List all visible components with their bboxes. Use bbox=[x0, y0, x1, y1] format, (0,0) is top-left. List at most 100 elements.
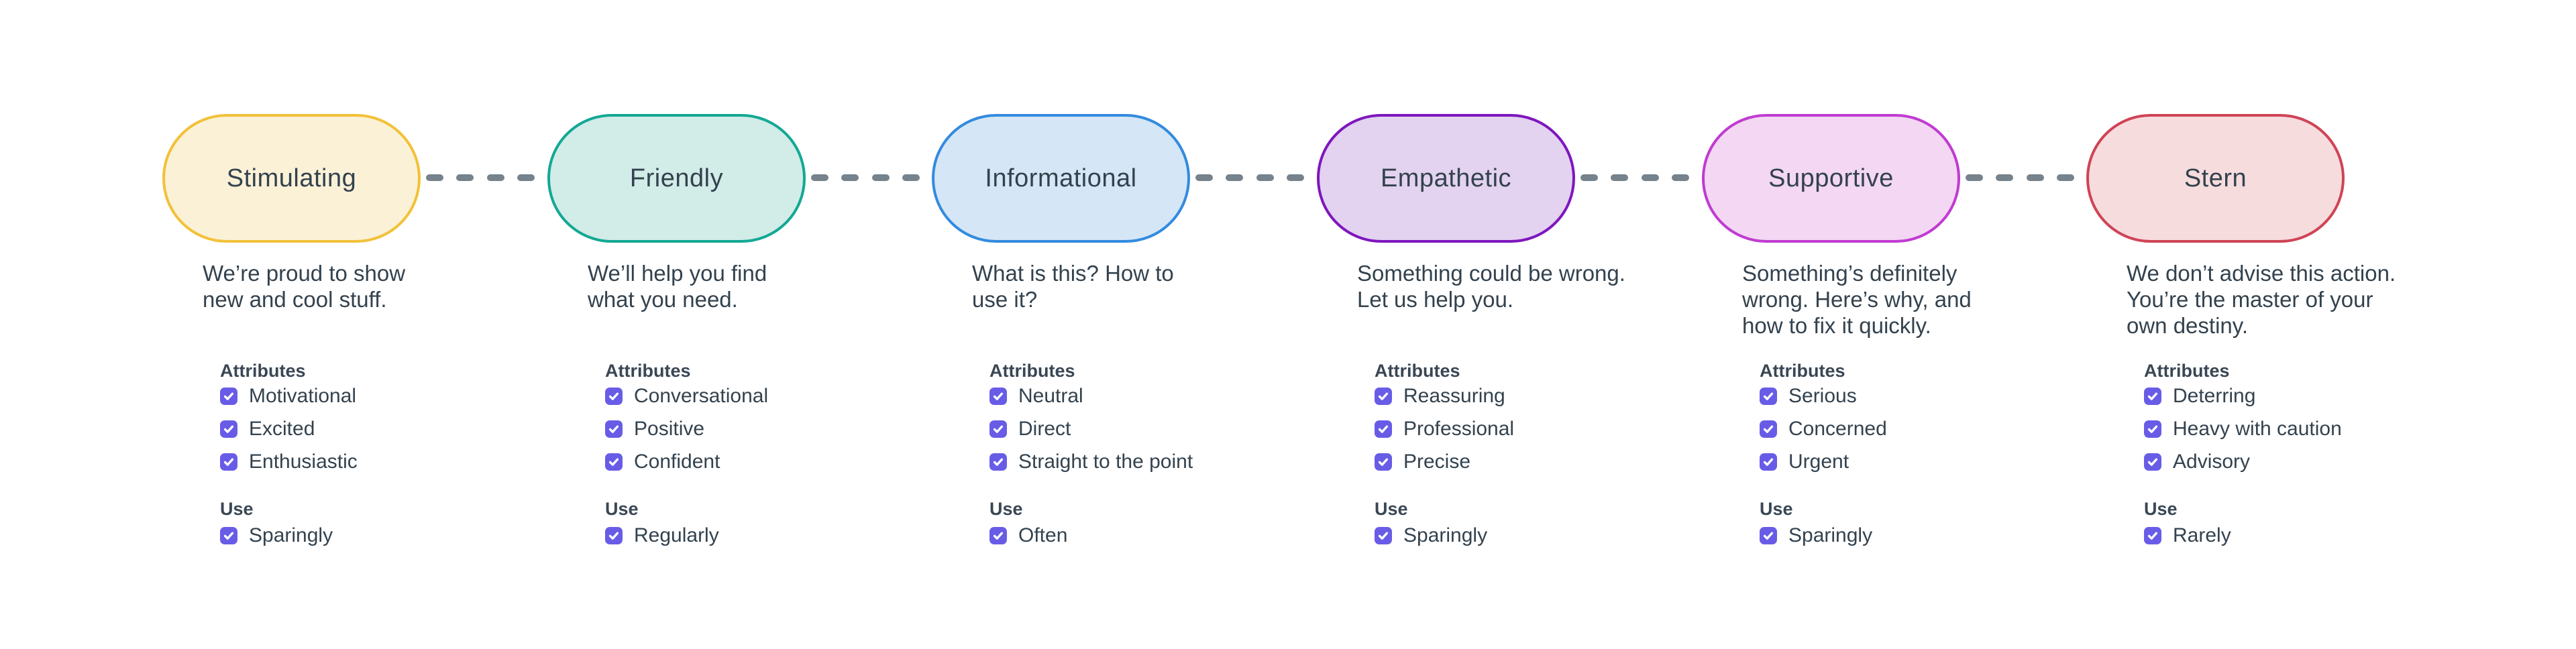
attribute-label: Heavy with caution bbox=[2173, 418, 2342, 440]
checkmark-icon bbox=[993, 532, 1004, 540]
checkmark-icon bbox=[223, 392, 234, 400]
checkmark-icon bbox=[1763, 392, 1774, 400]
attributes-title: Attributes bbox=[1760, 361, 1845, 381]
attribute-row: Precise bbox=[1375, 451, 1666, 473]
attribute-row: Urgent bbox=[1760, 451, 2051, 473]
attribute-label: Advisory bbox=[2173, 451, 2251, 473]
checkmark-icon bbox=[993, 392, 1004, 400]
checkmark-icon bbox=[608, 532, 619, 540]
attributes-group: Attributes Reassuring Professional Preci… bbox=[1375, 361, 1666, 473]
connector-dash bbox=[1611, 174, 1629, 181]
attribute-row: Concerned bbox=[1760, 418, 2051, 440]
connector-dash bbox=[2026, 174, 2044, 181]
use-row: Rarely bbox=[2144, 524, 2435, 546]
checkbox-checked[interactable] bbox=[989, 420, 1007, 438]
checkbox-checked[interactable] bbox=[605, 388, 623, 405]
checkbox-checked[interactable] bbox=[989, 527, 1007, 544]
use-row: Regularly bbox=[605, 524, 896, 546]
checkmark-icon bbox=[1378, 458, 1389, 466]
attribute-row: Reassuring bbox=[1375, 385, 1666, 407]
checkbox-checked[interactable] bbox=[220, 420, 237, 438]
tone-node-label: Stimulating bbox=[226, 164, 357, 192]
use-row: Often bbox=[989, 524, 1281, 546]
attribute-row: Deterring bbox=[2144, 385, 2435, 407]
tone-description: We’ll help you find what you need. bbox=[588, 261, 767, 312]
checkmark-icon bbox=[2147, 458, 2158, 466]
tone-column-stern: Stern We don’t advise this action. You’r… bbox=[2086, 0, 2435, 649]
use-group: Use Often bbox=[989, 499, 1281, 546]
checkmark-icon bbox=[223, 532, 234, 540]
use-title: Use bbox=[989, 499, 1023, 519]
use-row: Sparingly bbox=[1375, 524, 1666, 546]
tone-description: Something could be wrong. Let us help yo… bbox=[1357, 261, 1625, 312]
tone-description: What is this? How to use it? bbox=[972, 261, 1174, 312]
checkbox-checked[interactable] bbox=[1375, 453, 1392, 471]
checkmark-icon bbox=[2147, 425, 2158, 433]
attribute-label: Urgent bbox=[1788, 451, 1849, 473]
checkbox-checked[interactable] bbox=[2144, 527, 2161, 544]
connector-dash bbox=[2056, 174, 2074, 181]
checkbox-checked[interactable] bbox=[1375, 388, 1392, 405]
checkmark-icon bbox=[223, 425, 234, 433]
attribute-row: Direct bbox=[989, 418, 1281, 440]
connector bbox=[811, 174, 920, 181]
attribute-row: Confident bbox=[605, 451, 896, 473]
attribute-row: Professional bbox=[1375, 418, 1666, 440]
attributes-group: Attributes Conversational Positive Confi… bbox=[605, 361, 896, 473]
tone-description: Something’s definitely wrong. Here’s why… bbox=[1742, 261, 1972, 338]
checkbox-checked[interactable] bbox=[1760, 453, 1777, 471]
tone-description: We’re proud to show new and cool stuff. bbox=[203, 261, 406, 312]
checkbox-checked[interactable] bbox=[1760, 388, 1777, 405]
checkbox-checked[interactable] bbox=[605, 527, 623, 544]
use-label: Sparingly bbox=[1403, 524, 1488, 546]
connector-dash bbox=[1966, 174, 1983, 181]
checkbox-checked[interactable] bbox=[989, 388, 1007, 405]
checkbox-checked[interactable] bbox=[1375, 527, 1392, 544]
attribute-row: Neutral bbox=[989, 385, 1281, 407]
use-title: Use bbox=[605, 499, 639, 519]
checkbox-checked[interactable] bbox=[989, 453, 1007, 471]
checkbox-checked[interactable] bbox=[2144, 388, 2161, 405]
tone-column-stimulating: Stimulating We’re proud to show new and … bbox=[162, 0, 511, 649]
use-title: Use bbox=[1375, 499, 1408, 519]
tone-column-informational: Informational What is this? How to use i… bbox=[932, 0, 1281, 649]
use-title: Use bbox=[220, 499, 254, 519]
use-label: Sparingly bbox=[249, 524, 333, 546]
attribute-row: Enthusiastic bbox=[220, 451, 511, 473]
attributes-title: Attributes bbox=[605, 361, 691, 381]
attribute-row: Advisory bbox=[2144, 451, 2435, 473]
tone-node-label: Supportive bbox=[1768, 164, 1894, 192]
checkbox-checked[interactable] bbox=[605, 453, 623, 471]
connector-dash bbox=[1286, 174, 1304, 181]
attribute-row: Excited bbox=[220, 418, 511, 440]
checkmark-icon bbox=[608, 458, 619, 466]
tone-node-label: Informational bbox=[985, 164, 1137, 192]
checkbox-checked[interactable] bbox=[1375, 420, 1392, 438]
attribute-label: Reassuring bbox=[1403, 385, 1505, 407]
use-group: Use Sparingly bbox=[1375, 499, 1666, 546]
checkbox-checked[interactable] bbox=[220, 453, 237, 471]
checkmark-icon bbox=[1763, 532, 1774, 540]
use-row: Sparingly bbox=[220, 524, 511, 546]
connector-dash bbox=[456, 174, 474, 181]
attribute-row: Heavy with caution bbox=[2144, 418, 2435, 440]
checkbox-checked[interactable] bbox=[1760, 527, 1777, 544]
attribute-row: Positive bbox=[605, 418, 896, 440]
use-label: Rarely bbox=[2173, 524, 2231, 546]
tone-description: We don’t advise this action. You’re the … bbox=[2127, 261, 2396, 338]
checkbox-checked[interactable] bbox=[1760, 420, 1777, 438]
attributes-group: Attributes Serious Concerned Urgent bbox=[1760, 361, 2051, 473]
checkbox-checked[interactable] bbox=[2144, 420, 2161, 438]
attributes-title: Attributes bbox=[1375, 361, 1460, 381]
tone-column-friendly: Friendly We’ll help you find what you ne… bbox=[547, 0, 896, 649]
use-group: Use Regularly bbox=[605, 499, 896, 546]
connector-dash bbox=[841, 174, 859, 181]
checkbox-checked[interactable] bbox=[220, 388, 237, 405]
checkbox-checked[interactable] bbox=[605, 420, 623, 438]
connector-dash bbox=[902, 174, 920, 181]
checkbox-checked[interactable] bbox=[220, 527, 237, 544]
attribute-label: Neutral bbox=[1018, 385, 1083, 407]
tone-column-supportive: Supportive Something’s definitely wrong.… bbox=[1702, 0, 2051, 649]
checkbox-checked[interactable] bbox=[2144, 453, 2161, 471]
connector-dash bbox=[517, 174, 535, 181]
